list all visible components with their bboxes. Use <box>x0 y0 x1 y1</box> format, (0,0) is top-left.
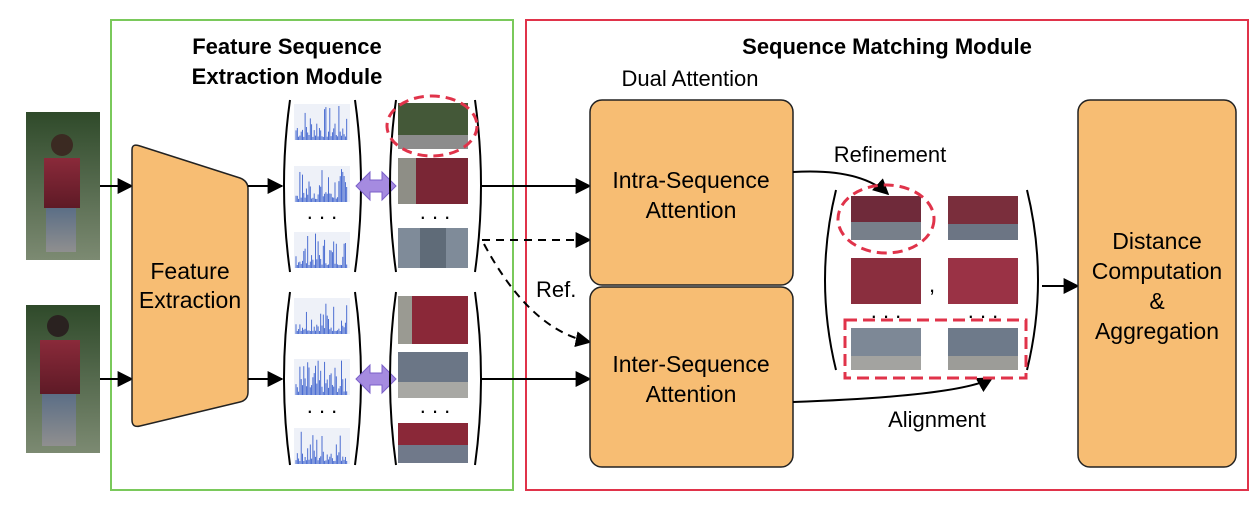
feature-extraction-line2: Extraction <box>139 287 241 313</box>
crop-ellipsis-bottom: . . . <box>420 393 451 418</box>
alignment-arrow <box>792 377 994 403</box>
matrix-alignment-highlight <box>843 318 1028 380</box>
distance-aggregation-box <box>1077 99 1237 468</box>
arrow-dashed-ref <box>483 243 592 348</box>
intra-line1: Intra-Sequence <box>612 167 769 193</box>
crop-column-bottom-right-bracket <box>474 291 482 466</box>
extraction-title-line2: Extraction Module <box>192 64 383 89</box>
crop-column-bottom-left-bracket <box>389 291 397 466</box>
feature-extraction-box <box>131 144 249 428</box>
crop-top-head <box>398 103 468 149</box>
inter-line1: Inter-Sequence <box>612 351 769 377</box>
feature-ellipsis-top: . . . <box>307 199 338 224</box>
refinement-arrow <box>792 170 890 196</box>
inter-sequence-box <box>589 286 794 468</box>
double-arrow-top <box>355 170 397 202</box>
matrix-crop-r1c2 <box>948 196 1018 240</box>
feature-column-top-left-bracket <box>283 99 291 273</box>
spike-panel-bg <box>294 232 350 268</box>
matrix-right-bracket <box>1026 189 1039 371</box>
alignment-label: Alignment <box>888 407 986 432</box>
extraction-module-border <box>110 19 514 491</box>
extraction-title-line1: Feature Sequence <box>192 34 382 59</box>
crop-top-torso <box>398 158 468 204</box>
crop-bottom-torso <box>398 296 468 344</box>
dual-attention-label: Dual Attention <box>622 66 759 91</box>
input-image-bottom <box>26 305 100 453</box>
ref-label: Ref. <box>536 277 576 302</box>
feature-ellipsis-bottom: . . . <box>307 393 338 418</box>
matrix-refinement-highlight <box>836 183 936 255</box>
distance-line2: Computation <box>1092 258 1222 284</box>
feature-spike-plots <box>294 104 350 464</box>
refinement-label: Refinement <box>834 142 947 167</box>
crop-top-legs <box>398 228 468 268</box>
matrix-crop-r1c1 <box>851 196 921 240</box>
input-image-top <box>26 112 100 260</box>
distance-line1: Distance <box>1112 228 1201 254</box>
crop-column-top-left-bracket <box>389 99 397 273</box>
intra-line2: Attention <box>646 197 737 223</box>
crop-ellipsis-top: . . . <box>420 199 451 224</box>
crop-bottom-legs <box>398 352 468 398</box>
feature-extraction-line1: Feature <box>150 258 229 284</box>
inter-line2: Attention <box>646 381 737 407</box>
matrix-crop-r2c2 <box>948 258 1018 304</box>
matching-module-border <box>525 19 1249 491</box>
crop-column-top-right-bracket <box>474 99 482 273</box>
double-arrow-bottom <box>355 363 397 395</box>
crop-bottom-extra <box>398 423 468 463</box>
matrix-crop-r2c1 <box>851 258 921 304</box>
feature-column-bottom-left-bracket <box>283 291 291 466</box>
distance-line4: Aggregation <box>1095 318 1219 344</box>
intra-sequence-box <box>589 99 794 286</box>
head-crop-highlight <box>385 94 479 158</box>
matching-title: Sequence Matching Module <box>742 34 1032 59</box>
matrix-crop-r3c2 <box>948 328 1018 370</box>
matrix-crop-r3c1 <box>851 328 921 370</box>
matrix-comma: , <box>929 272 935 297</box>
matrix-left-bracket <box>824 189 837 371</box>
distance-line3: & <box>1149 288 1164 314</box>
spike-panel-bg <box>294 104 350 140</box>
